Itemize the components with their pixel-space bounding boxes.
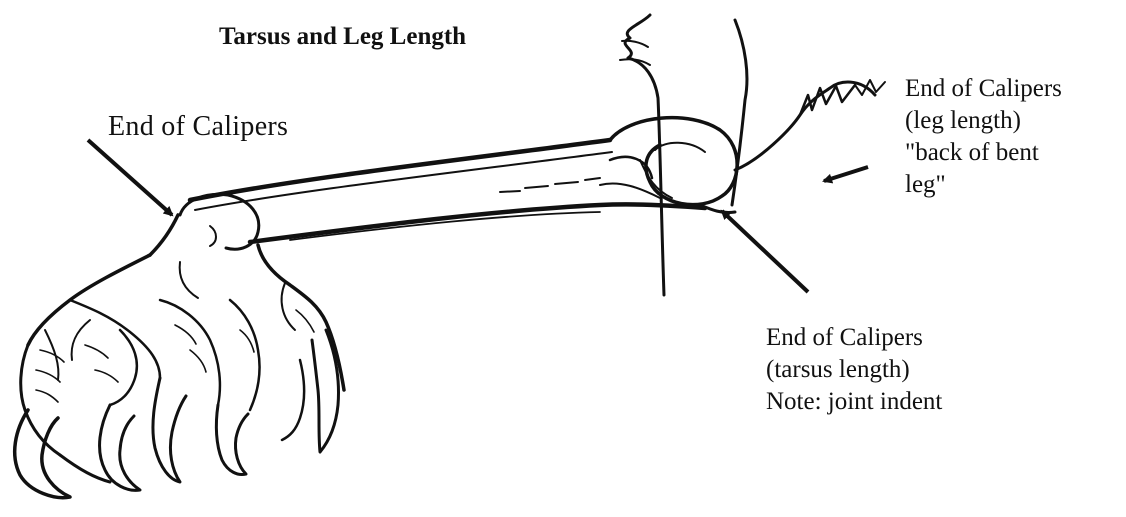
thigh-feathers — [620, 15, 885, 295]
tarsus-length-line2: (tarsus length) — [766, 354, 942, 386]
arrow-leg-length — [824, 167, 868, 181]
toe-scales — [36, 310, 314, 402]
diagram-title: Tarsus and Leg Length — [219, 22, 466, 52]
leg-length-line4: leg" — [905, 169, 1062, 201]
calipers-end-label: End of Calipers — [108, 111, 288, 143]
tarsus-length-line1: End of Calipers — [766, 322, 942, 354]
tarsus-shaft — [190, 140, 705, 242]
talons — [15, 330, 339, 498]
arrow-tarsus-length — [722, 211, 808, 292]
foot-and-toes — [21, 245, 344, 482]
heel-joint — [150, 194, 259, 255]
tarsus-length-line3: Note: joint indent — [766, 386, 942, 418]
knee-joint — [600, 118, 737, 213]
arrow-heel — [88, 140, 172, 215]
leg-length-line1: End of Calipers — [905, 73, 1062, 105]
tarsus-length-label: End of Calipers (tarsus length) Note: jo… — [766, 322, 942, 418]
leg-length-line2: (leg length) — [905, 105, 1062, 137]
leg-length-label: End of Calipers (leg length) "back of be… — [905, 73, 1062, 201]
calipers-end-line1: End of Calipers — [108, 111, 288, 143]
leg-length-line3: "back of bent — [905, 137, 1062, 169]
